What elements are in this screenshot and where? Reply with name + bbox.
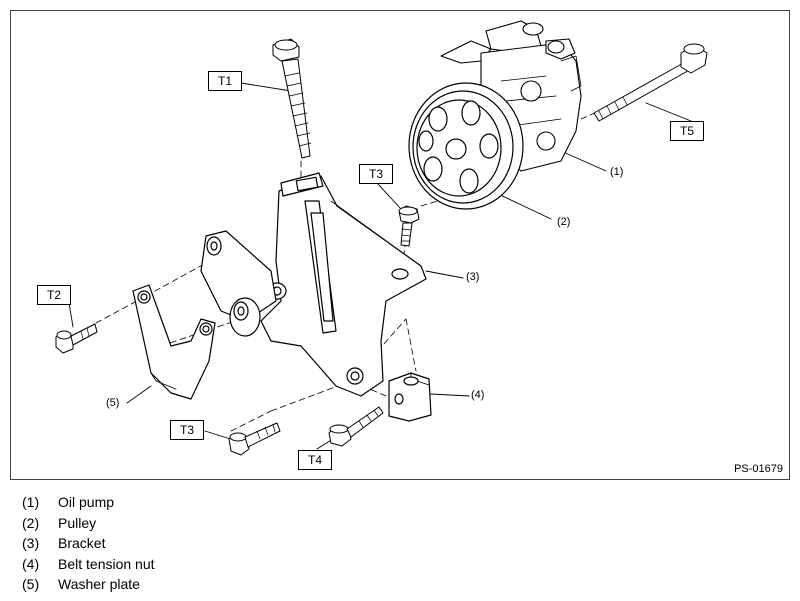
legend-number: (3) [22, 535, 40, 551]
torque-label-t3-bottom: T3 [170, 420, 204, 440]
legend-item: (4) Belt tension nut [22, 556, 422, 577]
legend-label: Pulley [58, 514, 97, 531]
torque-label-t5: T5 [670, 121, 704, 141]
callout-2: (2) [557, 216, 571, 228]
belt-tension-nut [388, 372, 432, 422]
parts-legend: (1) Oil pump (2) Pulley (3) Bracket (4) … [22, 494, 422, 597]
legend-label: Bracket [58, 535, 106, 551]
bolt-t3-bottom [228, 422, 281, 456]
legend-item: (3) Bracket [22, 535, 422, 556]
callout-1: (1) [610, 166, 624, 178]
washer-plate [132, 284, 216, 400]
torque-label-t4: T4 [298, 450, 332, 470]
callout-4: (4) [471, 389, 485, 401]
legend-item: (1) Oil pump [22, 494, 422, 515]
legend-number: (2) [22, 514, 40, 531]
legend-label: Belt tension nut [58, 555, 155, 572]
legend-number: (4) [22, 555, 40, 572]
diagram-drawing [55, 20, 708, 456]
torque-label-t1: T1 [208, 71, 242, 91]
exploded-diagram: T1 T3 T5 T2 T3 T4 (1) (2) (3) (4) (5) PS… [10, 10, 790, 480]
torque-label-t3-top: T3 [359, 164, 393, 184]
bracket [200, 172, 427, 397]
bolt-t5 [593, 43, 708, 122]
bolt-t1 [272, 38, 312, 159]
legend-label: Oil pump [58, 494, 115, 510]
legend-number: (1) [22, 494, 40, 510]
callout-3: (3) [466, 271, 480, 283]
legend-item: (2) Pulley [22, 515, 422, 536]
callout-5: (5) [106, 397, 120, 409]
figure-id: PS-01679 [734, 463, 783, 475]
legend-item: (5) Washer plate [22, 576, 422, 597]
legend-label: Washer plate [58, 576, 140, 592]
legend-number: (5) [22, 576, 40, 592]
bolt-t3-top [398, 205, 420, 247]
bolt-t2 [55, 323, 98, 354]
torque-label-t2: T2 [37, 285, 71, 305]
bolt-t4 [328, 406, 384, 447]
pulley [408, 82, 524, 210]
